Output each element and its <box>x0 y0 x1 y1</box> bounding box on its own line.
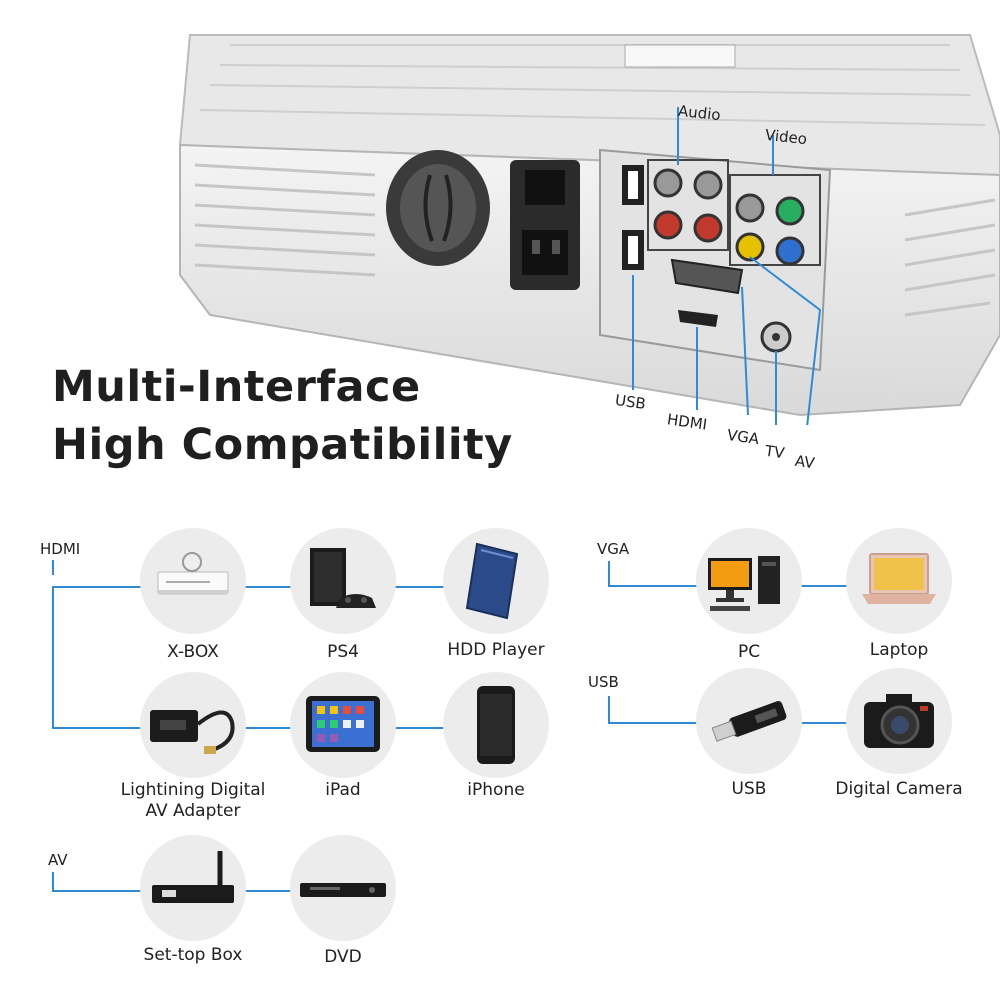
vga-connector <box>608 585 703 587</box>
port-label-av: AV <box>793 451 816 473</box>
av-link-1 <box>245 890 295 892</box>
group-label-vga: VGA <box>597 540 630 558</box>
device-label-xbox: X-BOX <box>167 642 219 662</box>
device-label-av-adapter-line2: AV Adapter <box>145 801 241 821</box>
device-circle-set-top-box <box>140 835 246 941</box>
device-label-av-adapter-line1: Lightining Digital <box>120 780 266 800</box>
device-label-ps4: PS4 <box>327 642 359 662</box>
device-circle-hdd-player <box>443 528 549 634</box>
device-label-iphone: iPhone <box>467 780 525 800</box>
device-label-camera: Digital Camera <box>835 779 963 799</box>
hdmi-link-2 <box>395 586 445 588</box>
xbox-icon <box>157 552 229 595</box>
device-label-hdd-player: HDD Player <box>447 640 545 660</box>
device-circle-ipad <box>290 672 396 778</box>
device-circle-av-adapter <box>140 672 246 778</box>
hdmi-link-4 <box>395 727 445 729</box>
ps4-icon <box>310 548 376 608</box>
av-connector <box>52 890 152 892</box>
hdd-player-icon <box>465 542 519 620</box>
usb-connector <box>608 722 703 724</box>
device-circle-pc <box>696 528 802 634</box>
camera-icon <box>864 694 934 748</box>
usb-link-1 <box>800 722 850 724</box>
av-adapter-icon <box>150 710 235 754</box>
device-label-laptop: Laptop <box>869 640 929 660</box>
laptop-icon <box>862 553 936 604</box>
pc-icon <box>708 556 780 611</box>
usb-drive-icon <box>711 701 787 742</box>
device-circle-dvd <box>290 835 396 941</box>
dvd-icon <box>300 883 386 897</box>
hdmi-connector-top <box>52 586 152 588</box>
set-top-box-icon <box>152 851 234 903</box>
av-trunk-line <box>52 872 54 892</box>
headline-line-1: Multi-Interface <box>52 362 421 412</box>
device-circle-camera <box>846 668 952 774</box>
port-label-tv: TV <box>763 441 786 463</box>
device-circle-xbox <box>140 528 246 634</box>
group-label-av: AV <box>48 851 68 869</box>
device-label-usb: USB <box>731 779 767 799</box>
projector-illustration <box>170 25 1000 425</box>
hdmi-connector-bottom <box>52 727 152 729</box>
device-circle-laptop <box>846 528 952 634</box>
group-label-hdmi: HDMI <box>40 540 81 558</box>
port-label-vga: VGA <box>725 425 761 449</box>
device-circle-iphone <box>443 672 549 778</box>
usb-trunk-line <box>608 696 610 724</box>
device-label-dvd: DVD <box>324 947 362 967</box>
hdmi-link-1 <box>245 586 295 588</box>
hdmi-link-3 <box>245 727 295 729</box>
group-label-usb: USB <box>588 673 619 691</box>
device-circle-ps4 <box>290 528 396 634</box>
device-label-ipad: iPad <box>325 780 361 800</box>
device-label-pc: PC <box>737 642 761 662</box>
hdmi-trunk-line <box>52 560 54 575</box>
headline-line-2: High Compatibility <box>52 420 513 470</box>
vga-trunk-line <box>608 561 610 586</box>
ipad-icon <box>306 696 380 752</box>
device-label-set-top-box: Set-top Box <box>143 945 243 965</box>
vga-link-1 <box>800 585 850 587</box>
iphone-icon <box>477 686 515 764</box>
device-circle-usb <box>696 668 802 774</box>
hdmi-trunk-line-lower <box>52 586 54 729</box>
